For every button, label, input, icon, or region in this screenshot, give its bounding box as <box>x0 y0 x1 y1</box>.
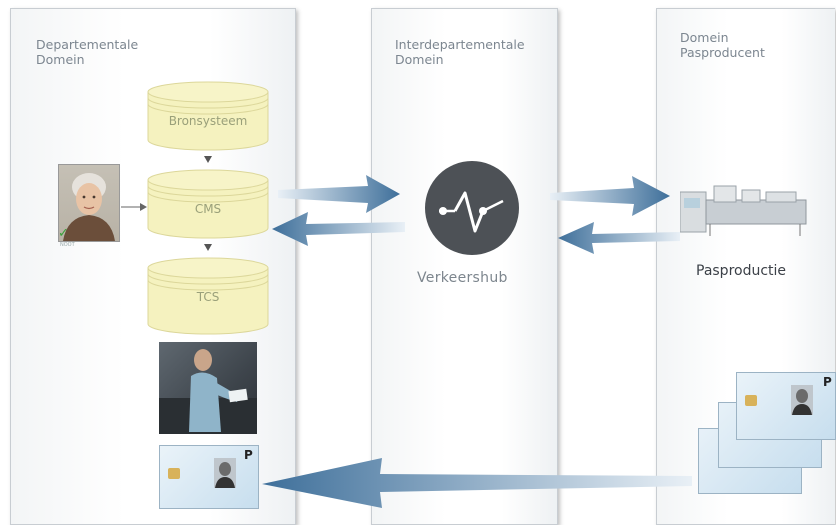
card-letter: P <box>823 375 832 389</box>
card-portrait <box>791 385 813 415</box>
card-letter: P <box>244 448 253 462</box>
right-arrow-icon <box>278 175 400 213</box>
production-label: Pasproductie <box>696 263 787 279</box>
card-chip-icon <box>745 395 757 406</box>
database-label: TCS <box>196 290 220 304</box>
portrait-photo <box>58 164 120 242</box>
database-cms: CMS <box>146 168 270 240</box>
card-portrait <box>214 458 236 488</box>
checkmark-icon: ✓ <box>58 226 69 241</box>
right-arrow-icon <box>550 176 670 216</box>
down-arrow-icon <box>204 156 212 163</box>
issued-passport-card: P <box>159 445 259 509</box>
photo-caption: NOOT <box>60 242 75 248</box>
traffic-hub-icon <box>425 161 519 255</box>
interdepartmental-domain-title: Interdepartementale Domein <box>395 37 525 67</box>
database-tcs: TCS <box>146 256 270 336</box>
database-bronsysteem: Bronsysteem <box>146 80 270 152</box>
database-label: CMS <box>194 202 222 216</box>
card-chip-icon <box>168 468 180 479</box>
left-arrow-icon <box>558 222 680 254</box>
left-arrow-icon <box>272 212 405 246</box>
left-arrow-icon <box>262 458 692 508</box>
departmental-domain-title: Departementale Domein <box>36 37 139 67</box>
down-arrow-icon <box>204 244 212 251</box>
interdepartmental-domain-panel <box>371 8 558 525</box>
producer-domain-title: Domein Pasproducent <box>680 30 765 60</box>
right-arrow-icon <box>140 203 147 211</box>
pickup-desk-photo <box>159 342 257 434</box>
passport-card: P <box>736 372 836 440</box>
hub-label: Verkeershub <box>417 270 508 286</box>
database-label: Bronsysteem <box>168 114 248 128</box>
production-machine-image <box>679 178 810 238</box>
